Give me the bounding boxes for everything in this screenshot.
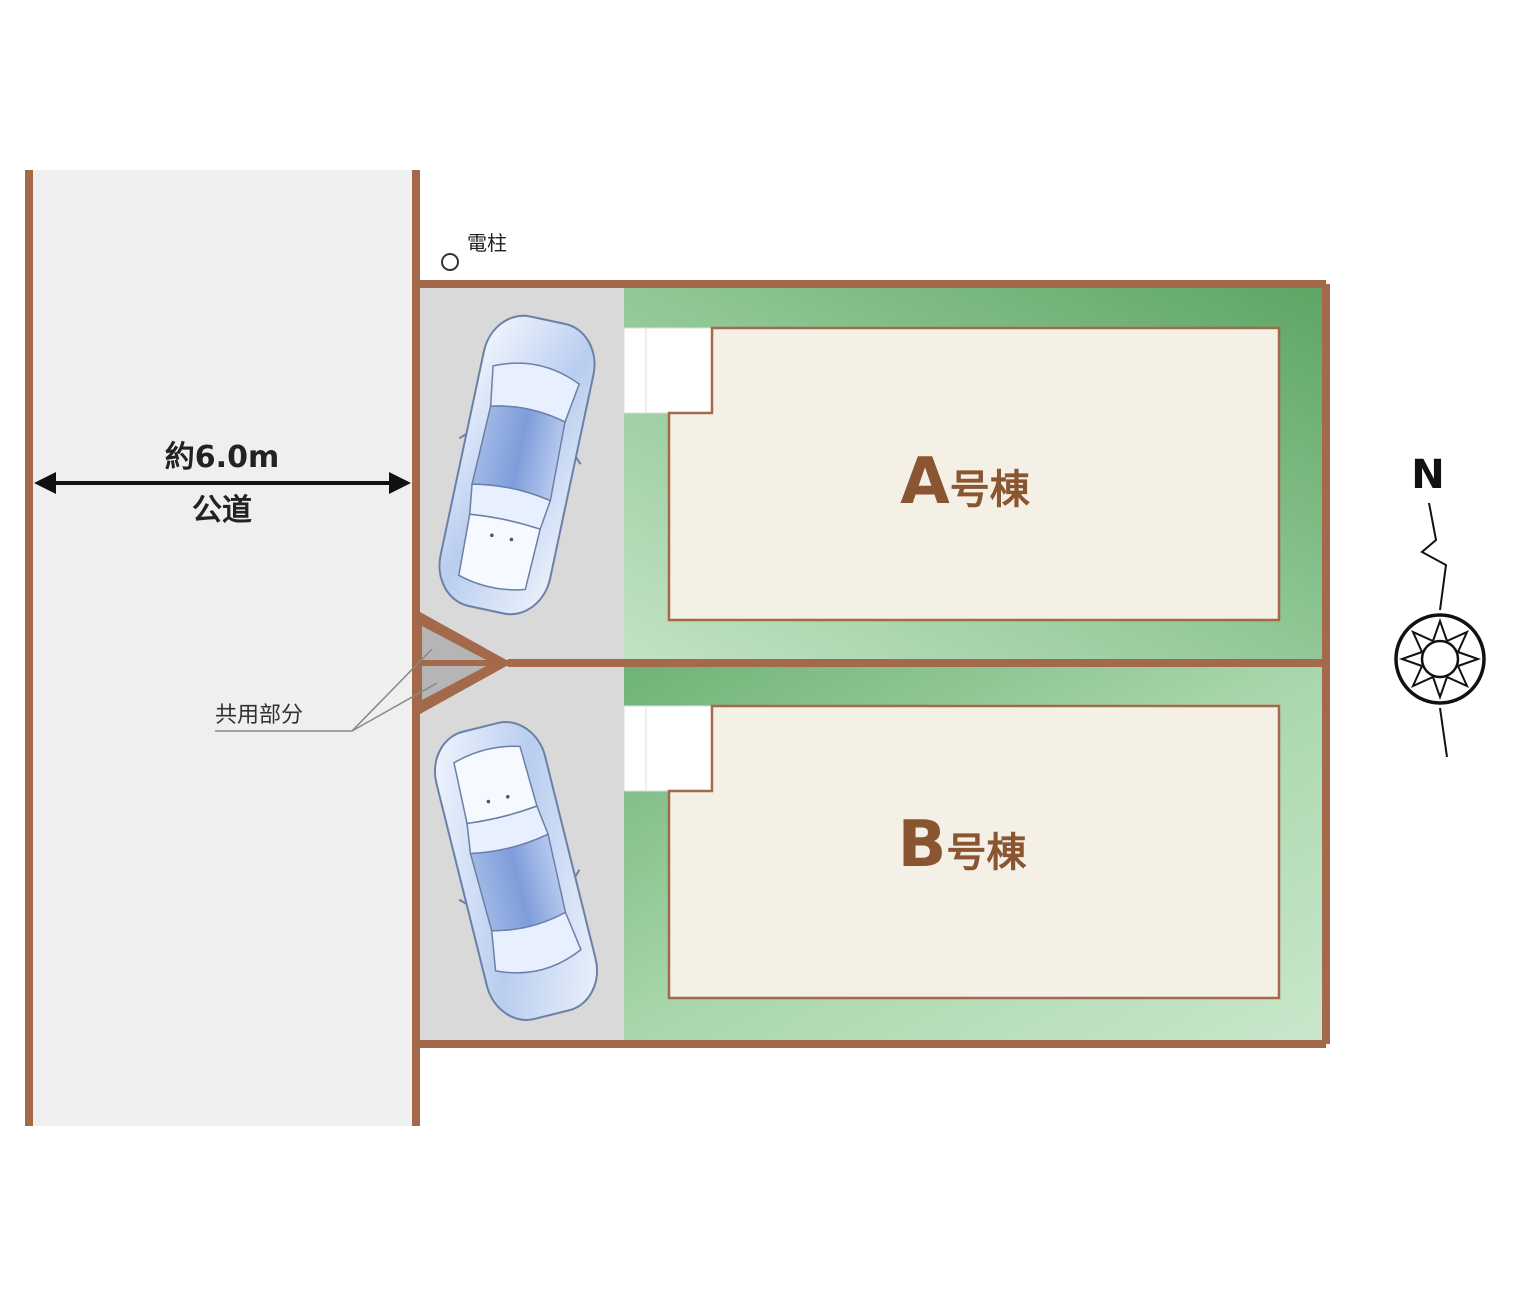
building-a-label: A号棟 xyxy=(900,445,1031,519)
compass-rose-icon xyxy=(1394,502,1486,758)
road-name-label: 公道 xyxy=(192,493,252,528)
public-road xyxy=(25,170,420,1126)
building-b-letter: B xyxy=(898,808,947,882)
road-width-label: 約6.0m xyxy=(165,440,279,475)
shared-area-label: 共用部分 xyxy=(215,703,303,728)
shared-area xyxy=(420,612,512,714)
compass-north-label: N xyxy=(1411,452,1444,498)
lot-b xyxy=(420,663,1322,1040)
building-b-suffix: 号棟 xyxy=(946,830,1027,876)
car-icon xyxy=(433,721,599,1021)
car-icon xyxy=(438,314,596,616)
utility-pole-label: 電柱 xyxy=(467,231,507,255)
building-a-letter: A xyxy=(900,445,950,519)
building-b-label: B号棟 xyxy=(898,808,1028,882)
dimension-arrow-icon xyxy=(34,472,411,494)
building-a-suffix: 号棟 xyxy=(950,467,1031,513)
utility-pole-icon xyxy=(441,253,459,271)
shared-area-leader xyxy=(215,648,438,732)
property-boundary xyxy=(416,280,1330,1048)
